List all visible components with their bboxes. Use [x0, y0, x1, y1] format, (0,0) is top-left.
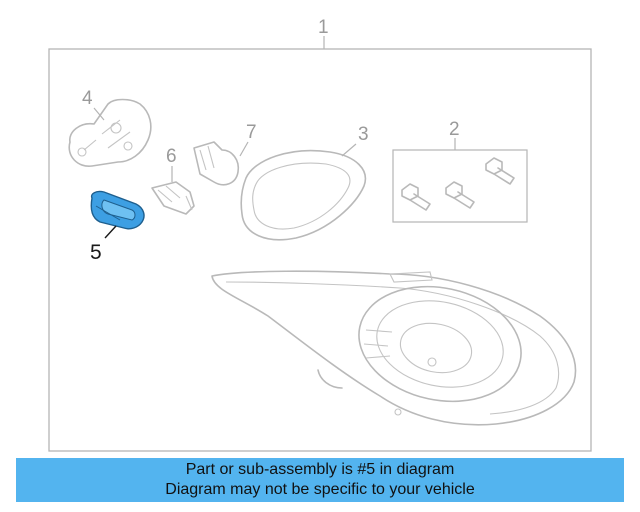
- part-5-bulb-socket[interactable]: [90, 190, 145, 230]
- part-2-screw-c[interactable]: [485, 157, 515, 185]
- callout-7[interactable]: 7: [246, 122, 257, 143]
- part-1-tail-lamp-assembly[interactable]: [211, 270, 577, 426]
- callout-5[interactable]: 5: [90, 241, 102, 264]
- callout-4-leader: [93, 107, 105, 121]
- callout-2[interactable]: 2: [449, 119, 460, 140]
- banner-line-2: Diagram may not be specific to your vehi…: [165, 481, 475, 498]
- callout-1[interactable]: 1: [318, 17, 329, 38]
- callout-3-leader: [341, 143, 357, 157]
- part-7-bayonet-bulb[interactable]: [193, 141, 240, 186]
- part-2-screw-b[interactable]: [445, 181, 475, 209]
- part-2-screw-a[interactable]: [401, 183, 431, 211]
- banner-line-1: Part or sub-assembly is #5 in diagram: [185, 461, 455, 478]
- diagram-frame: [48, 48, 592, 452]
- part-3-gasket[interactable]: [240, 149, 367, 241]
- callout-3[interactable]: 3: [358, 124, 369, 145]
- callout-7-leader: [239, 141, 249, 157]
- info-banner: Part or sub-assembly is #5 in diagram Di…: [16, 458, 624, 502]
- part-4-socket-bracket[interactable]: [68, 98, 152, 167]
- part-6-wedge-bulb[interactable]: [151, 181, 195, 215]
- parts-diagram: 1 4 5 6 7 3 2: [48, 17, 592, 452]
- part-2-screws-box: [392, 149, 528, 223]
- callout-6[interactable]: 6: [166, 146, 177, 167]
- callout-5-leader: [104, 225, 117, 239]
- callout-4[interactable]: 4: [82, 88, 93, 109]
